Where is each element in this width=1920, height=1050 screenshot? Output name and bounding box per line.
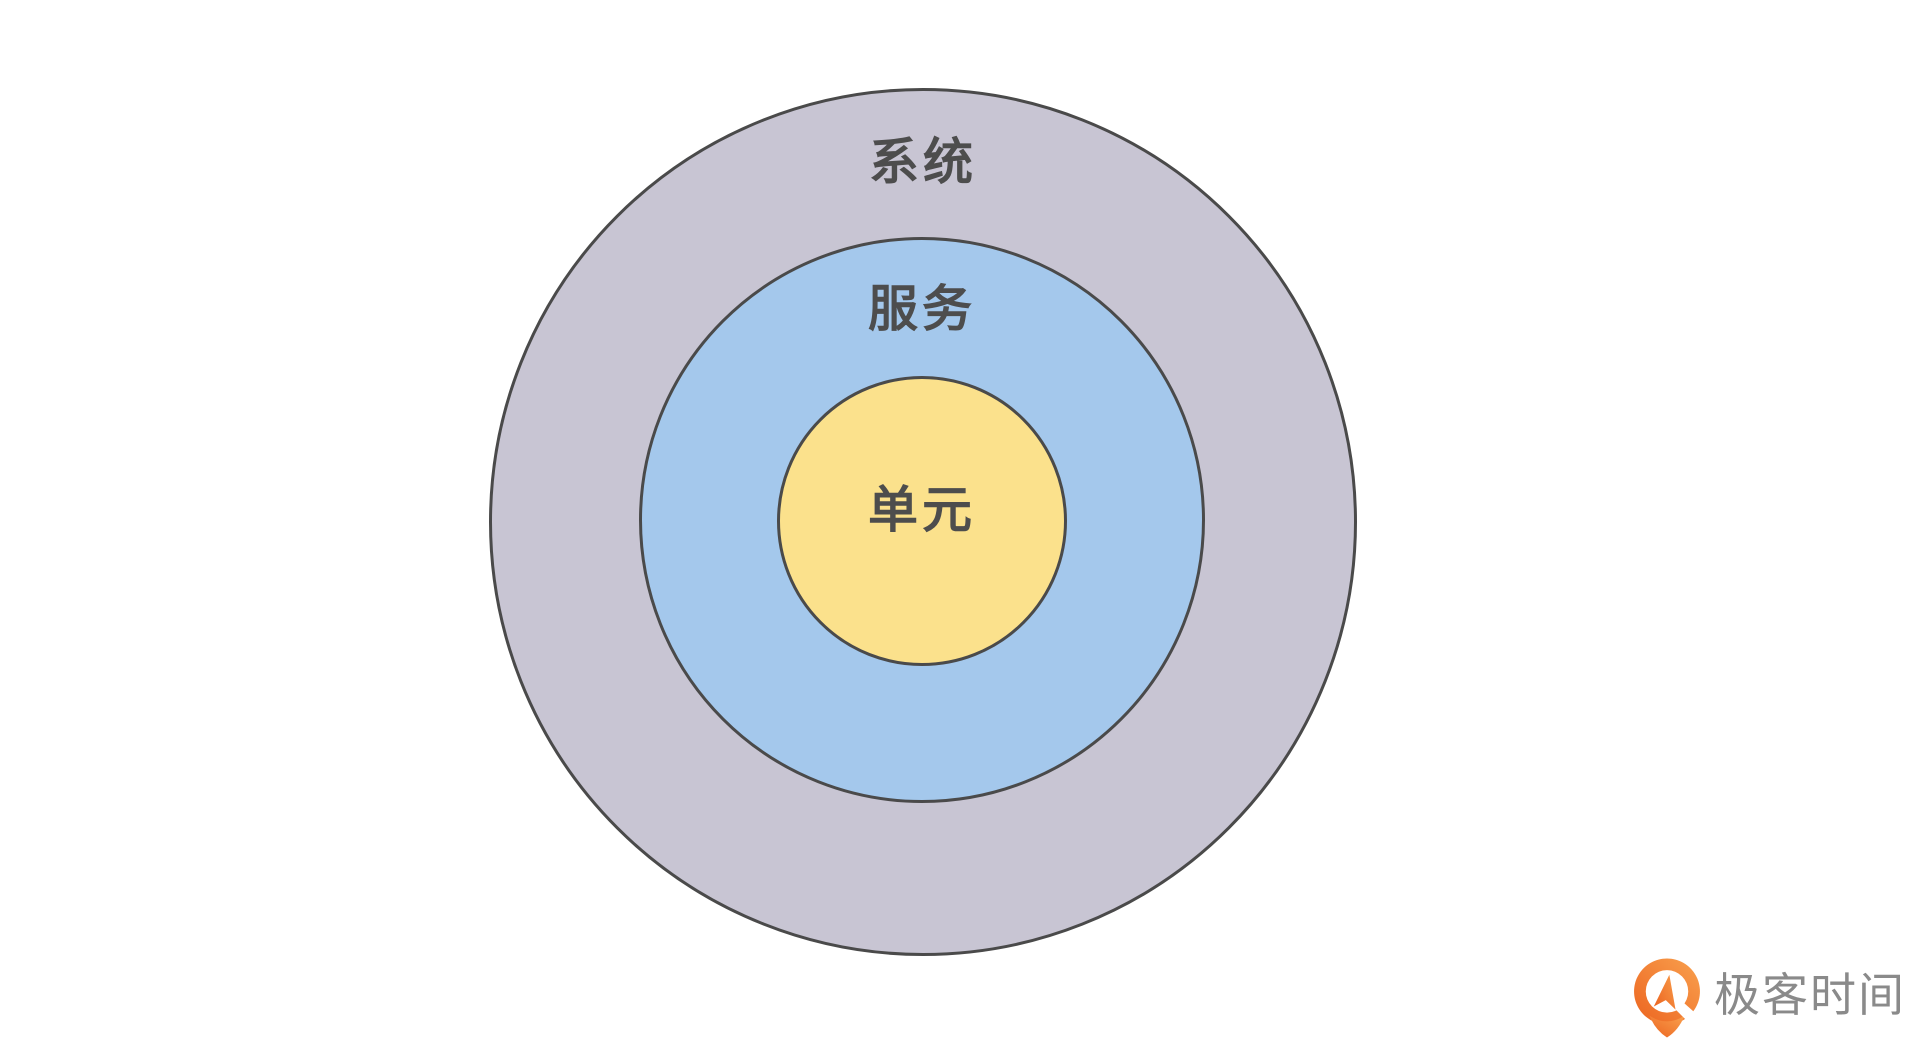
branding: 极客时间 [1630,956,1906,1040]
ring-system-label: 系统 [869,134,977,190]
geektime-pin-icon [1634,958,1700,1038]
ring-unit: 单元 [777,376,1067,666]
ring-service-label: 服务 [868,281,976,337]
ring-unit-label: 单元 [868,482,976,538]
brand-wordmark: 极客时间 [1714,969,1906,1021]
